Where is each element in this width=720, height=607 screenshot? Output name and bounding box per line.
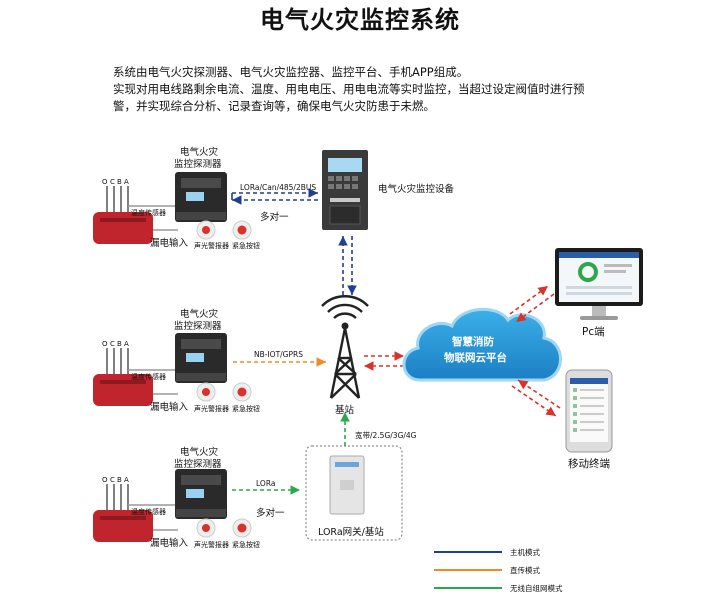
wire-label-c-2: C — [110, 340, 115, 348]
cloud-pc-in — [515, 293, 555, 323]
cloud-mobile-out — [511, 385, 557, 417]
pc-label: Pc端 — [582, 326, 605, 338]
alarm-label-3: 声光警报器 — [194, 541, 229, 549]
detector-label-1-line-1: 电气火灾 — [180, 147, 219, 158]
wire-label-a-3: A — [124, 476, 129, 484]
cloud-label-line-1: 智慧消防 — [452, 336, 494, 348]
wire-label-a-2: A — [124, 340, 129, 348]
detector-label-2-line-2: 监控探测器 — [174, 321, 222, 332]
button-label-1: 紧急按钮 — [232, 242, 260, 250]
detector-label-3-line-1: 电气火灾 — [180, 447, 219, 458]
gateway-label: LORa网关/基站 — [318, 527, 384, 538]
legend-line-wireless — [434, 587, 502, 589]
monitor-device-label: 电气火灾监控设备 — [378, 184, 455, 195]
wire-label-b-3: B — [117, 476, 122, 484]
alarm-label-1: 声光警报器 — [194, 242, 229, 250]
button-label-2: 紧急按钮 — [232, 405, 260, 413]
legend-line-bus — [434, 551, 502, 553]
cloud-mobile-in — [517, 379, 561, 409]
alarm-label-2: 声光警报器 — [194, 405, 229, 413]
cloud-label-line-2: 物联网云平台 — [444, 352, 507, 364]
leak-input-label-2: 漏电输入 — [150, 402, 189, 413]
link-label-1: LORa/Can/485/2BUS — [240, 183, 317, 192]
wire-label-c-3: C — [110, 476, 115, 484]
intro-line-1: 系统由电气火灾探测器、电气火灾监控器、监控平台、手机APP组成。 — [113, 65, 469, 79]
leak-input-label-1: 漏电输入 — [150, 238, 189, 249]
gateway-frame — [305, 445, 403, 541]
mode-label-1: 多对一 — [260, 212, 289, 223]
wire-label-o-1: O — [102, 178, 108, 186]
wire-label-o-2: O — [102, 340, 108, 348]
cloud-pc-out — [509, 285, 549, 315]
base-station-tower — [321, 295, 369, 399]
row-3-hardware — [93, 469, 252, 542]
mode-label-3: 多对一 — [256, 508, 285, 519]
wire-label-a-1: A — [124, 178, 129, 186]
detector-label-2-line-1: 电气火灾 — [180, 309, 219, 320]
wire-label-b-2: B — [117, 340, 122, 348]
intro-line-2: 实现对用电线路剩余电流、温度、用电电压、用电电流等实时监控，当超过设定阀值时进行… — [113, 82, 585, 96]
link-label-3: LORa — [256, 479, 276, 488]
base-station-label: 基站 — [335, 405, 355, 416]
detector-label-3-line-2: 监控探测器 — [174, 459, 222, 470]
row-2-hardware — [93, 333, 252, 406]
cloud-shape — [402, 307, 562, 382]
detector-label-1-line-2: 监控探测器 — [174, 159, 222, 170]
wire-label-c-1: C — [110, 178, 115, 186]
legend-label-bus: 主机模式 — [510, 548, 540, 557]
wire-label-o-3: O — [102, 476, 108, 484]
row-1-hardware — [93, 172, 252, 244]
intro-line-3: 警，并实现综合分析、记录查询等，确保电气火灾防患于未燃。 — [113, 99, 435, 113]
mobile-label: 移动终端 — [568, 458, 610, 470]
temp-sensor-label-1: 温度传感器 — [131, 209, 166, 217]
button-label-3: 紧急按钮 — [232, 541, 260, 549]
legend-label-direct: 直传模式 — [510, 566, 540, 575]
page-title: 电气火灾监控系统 — [260, 6, 460, 34]
legend-label-wireless: 无线自组网模式 — [510, 584, 563, 593]
legend-line-direct — [434, 569, 502, 571]
temp-sensor-label-2: 温度传感器 — [131, 373, 166, 381]
pc-monitor — [555, 248, 643, 320]
gateway-link-label: 宽带/2.5G/3G/4G — [355, 431, 417, 440]
mobile-phone — [565, 369, 613, 453]
leak-input-label-3: 漏电输入 — [150, 538, 189, 549]
monitor-cabinet — [322, 150, 368, 230]
link-label-2: NB-IOT/GPRS — [254, 350, 303, 359]
temp-sensor-label-3: 温度传感器 — [131, 508, 166, 516]
wire-label-b-1: B — [117, 178, 122, 186]
